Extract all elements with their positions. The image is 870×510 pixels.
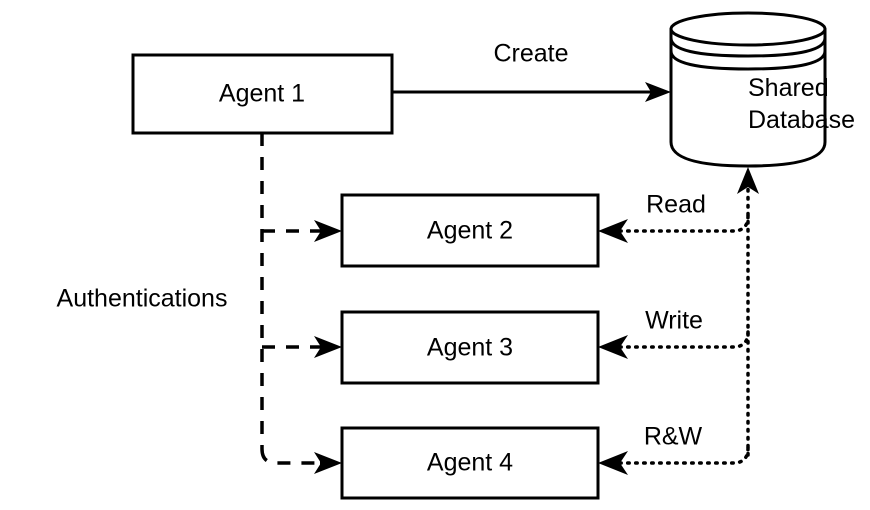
- database-cylinder-ridge-2: [669, 49, 827, 71]
- agent1-label: Agent 1: [219, 80, 305, 108]
- edge-write-arrowhead: [598, 335, 628, 359]
- database-label-line2: Database: [748, 106, 855, 134]
- edge-label-create: Create: [493, 40, 568, 68]
- edge-auth-arrowhead-agent4: [314, 452, 342, 474]
- edge-rw-arrowhead: [598, 451, 628, 475]
- node-agent1[interactable]: Agent 1: [131, 53, 394, 135]
- agent4-box[interactable]: [340, 426, 600, 500]
- edge-auth-arrowhead-agent2: [314, 220, 342, 242]
- database-cylinder-ridge-1: [669, 36, 827, 58]
- edge-auth-branch-agent4: [260, 448, 320, 465]
- edge-read-line: [618, 214, 750, 233]
- edge-read: [598, 214, 750, 243]
- edge-auth-arrowhead-agent3: [314, 336, 342, 358]
- database-cylinder-body[interactable]: [669, 27, 827, 168]
- edge-label-read: Read: [646, 191, 706, 219]
- edge-write-line: [618, 330, 750, 349]
- agent2-label: Agent 2: [427, 217, 513, 245]
- edge-db-trunk-arrowhead: [737, 167, 759, 194]
- agent1-box[interactable]: [131, 53, 394, 135]
- node-agent3[interactable]: Agent 3: [340, 310, 600, 385]
- edge-authentications: [260, 133, 342, 474]
- database-label-line1: Shared: [748, 74, 829, 102]
- edge-label-rw: R&W: [644, 423, 703, 451]
- edge-db-trunk: [737, 167, 759, 457]
- agent3-label: Agent 3: [427, 334, 513, 362]
- database-cylinder-top: [669, 11, 827, 47]
- edge-label-authentications: Authentications: [57, 285, 228, 313]
- edge-read-arrowhead: [598, 219, 628, 243]
- node-database[interactable]: Shared Database: [669, 11, 855, 168]
- edge-create-arrowhead: [645, 82, 671, 102]
- agent2-box[interactable]: [340, 193, 600, 268]
- edge-write: [598, 330, 750, 359]
- node-agent2[interactable]: Agent 2: [340, 193, 600, 268]
- agent4-label: Agent 4: [427, 449, 513, 477]
- edge-rw: [598, 446, 750, 475]
- edge-label-write: Write: [645, 307, 703, 335]
- node-agent4[interactable]: Agent 4: [340, 426, 600, 500]
- edge-rw-line: [618, 446, 750, 465]
- edge-create: [392, 82, 671, 102]
- agent3-box[interactable]: [340, 310, 600, 385]
